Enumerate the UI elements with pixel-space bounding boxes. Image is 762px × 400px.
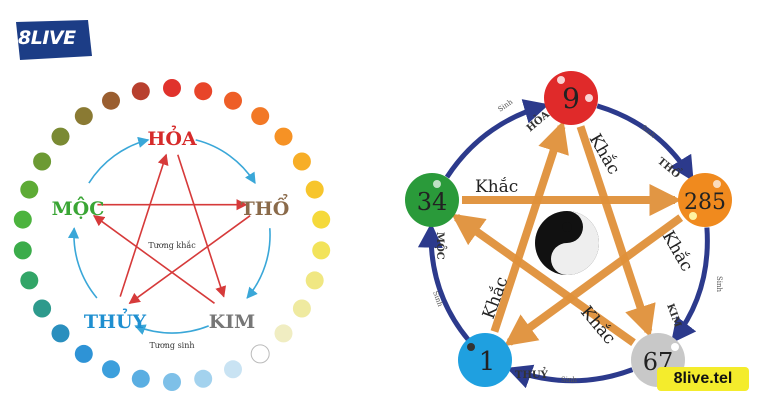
element-label-earth: THỔ <box>241 193 290 220</box>
node-number-earth: 285 <box>684 190 726 215</box>
color-dot <box>224 360 242 379</box>
controlling-cycle-star <box>92 153 251 304</box>
element-label-wood: MỘC <box>52 196 105 220</box>
color-dot <box>13 241 32 260</box>
color-dot <box>292 299 311 318</box>
color-dot <box>102 91 120 110</box>
generating-arc <box>596 103 694 182</box>
generating-arc <box>506 364 634 389</box>
node-fire: 9 <box>544 71 598 125</box>
brand-logo <box>16 20 92 60</box>
generating-cycle-arrows <box>67 136 271 335</box>
color-dot <box>74 107 93 126</box>
controlling-arrow <box>504 214 684 347</box>
color-dot <box>102 360 120 379</box>
sinh-label-bottom: Sinh <box>561 376 578 384</box>
right-wuxing-diagram: 9 285 67 1 34 HỎA THỔ KIM THUỶ MỘC Khắc … <box>405 71 732 389</box>
controlling-arrow <box>177 154 227 298</box>
generating-arc <box>670 227 710 344</box>
element-label-fire: HỎA <box>147 124 197 150</box>
generating-arrow <box>195 139 256 185</box>
generating-cycle-arcs <box>417 99 710 389</box>
brand-logo-text: 8LIVE <box>18 27 76 49</box>
node-water: 1 <box>458 333 512 387</box>
element-label-water: THỦY <box>84 307 147 333</box>
color-dot <box>312 210 331 229</box>
color-dot <box>163 373 181 391</box>
color-dot <box>131 369 150 388</box>
color-dot <box>33 152 52 171</box>
node-label-metal: KIM <box>664 302 683 329</box>
color-dot <box>51 324 70 343</box>
color-dot <box>251 107 270 126</box>
node-number-fire: 9 <box>562 82 580 115</box>
color-dot <box>312 241 331 260</box>
color-dot <box>163 79 181 97</box>
node-label-wood: MỘC <box>434 232 446 260</box>
node-earth: 285 <box>678 173 732 227</box>
node-wood: 34 <box>405 173 459 227</box>
inner-label: Tương khắc <box>148 241 196 250</box>
controlling-arrow <box>92 215 215 304</box>
color-dot <box>74 344 93 363</box>
color-dot <box>33 299 52 318</box>
color-dot <box>274 127 293 146</box>
controlling-cycle-star <box>451 120 684 347</box>
controlling-arrow <box>119 153 169 297</box>
color-dot <box>20 271 39 290</box>
color-dot <box>20 180 39 199</box>
sinh-label-right: Sinh <box>715 276 723 293</box>
controlling-arrow <box>128 215 251 304</box>
generating-arc <box>444 99 550 179</box>
sinh-label-top-left: Sinh <box>497 98 515 114</box>
outer-label: Tương sinh <box>149 341 194 350</box>
color-dot <box>194 369 213 388</box>
site-url-badge: 8live.tel <box>657 367 749 391</box>
generating-arrow <box>246 228 271 299</box>
color-dot <box>274 324 293 343</box>
node-number-wood: 34 <box>417 188 448 216</box>
khac-label-top: Khắc <box>475 177 518 197</box>
node-label-water: THUỶ <box>515 368 549 381</box>
color-dot <box>250 344 270 364</box>
color-dot <box>224 91 242 110</box>
generating-arrow <box>67 227 98 299</box>
color-dot <box>131 82 150 101</box>
generating-arrow <box>134 324 209 335</box>
node-number-water: 1 <box>479 347 496 377</box>
color-dot <box>51 127 70 146</box>
color-dot <box>13 210 32 229</box>
color-dot-ring <box>13 79 331 391</box>
yin-yang-symbol <box>535 211 599 275</box>
color-dot <box>292 152 311 171</box>
color-dot <box>305 271 324 290</box>
controlling-arrow <box>490 120 569 333</box>
controlling-arrow <box>576 125 656 338</box>
element-label-metal: KIM <box>209 311 255 333</box>
controlling-arrow <box>451 213 636 346</box>
generating-arrow <box>88 136 150 184</box>
generating-arc <box>417 222 471 342</box>
left-wuxing-diagram: HỎA THỔ KIM THỦY MỘC Tương khắc Tương si… <box>13 79 331 391</box>
khac-label-right: Khắc <box>658 228 697 276</box>
color-dot <box>194 82 213 101</box>
color-dot <box>305 180 324 199</box>
